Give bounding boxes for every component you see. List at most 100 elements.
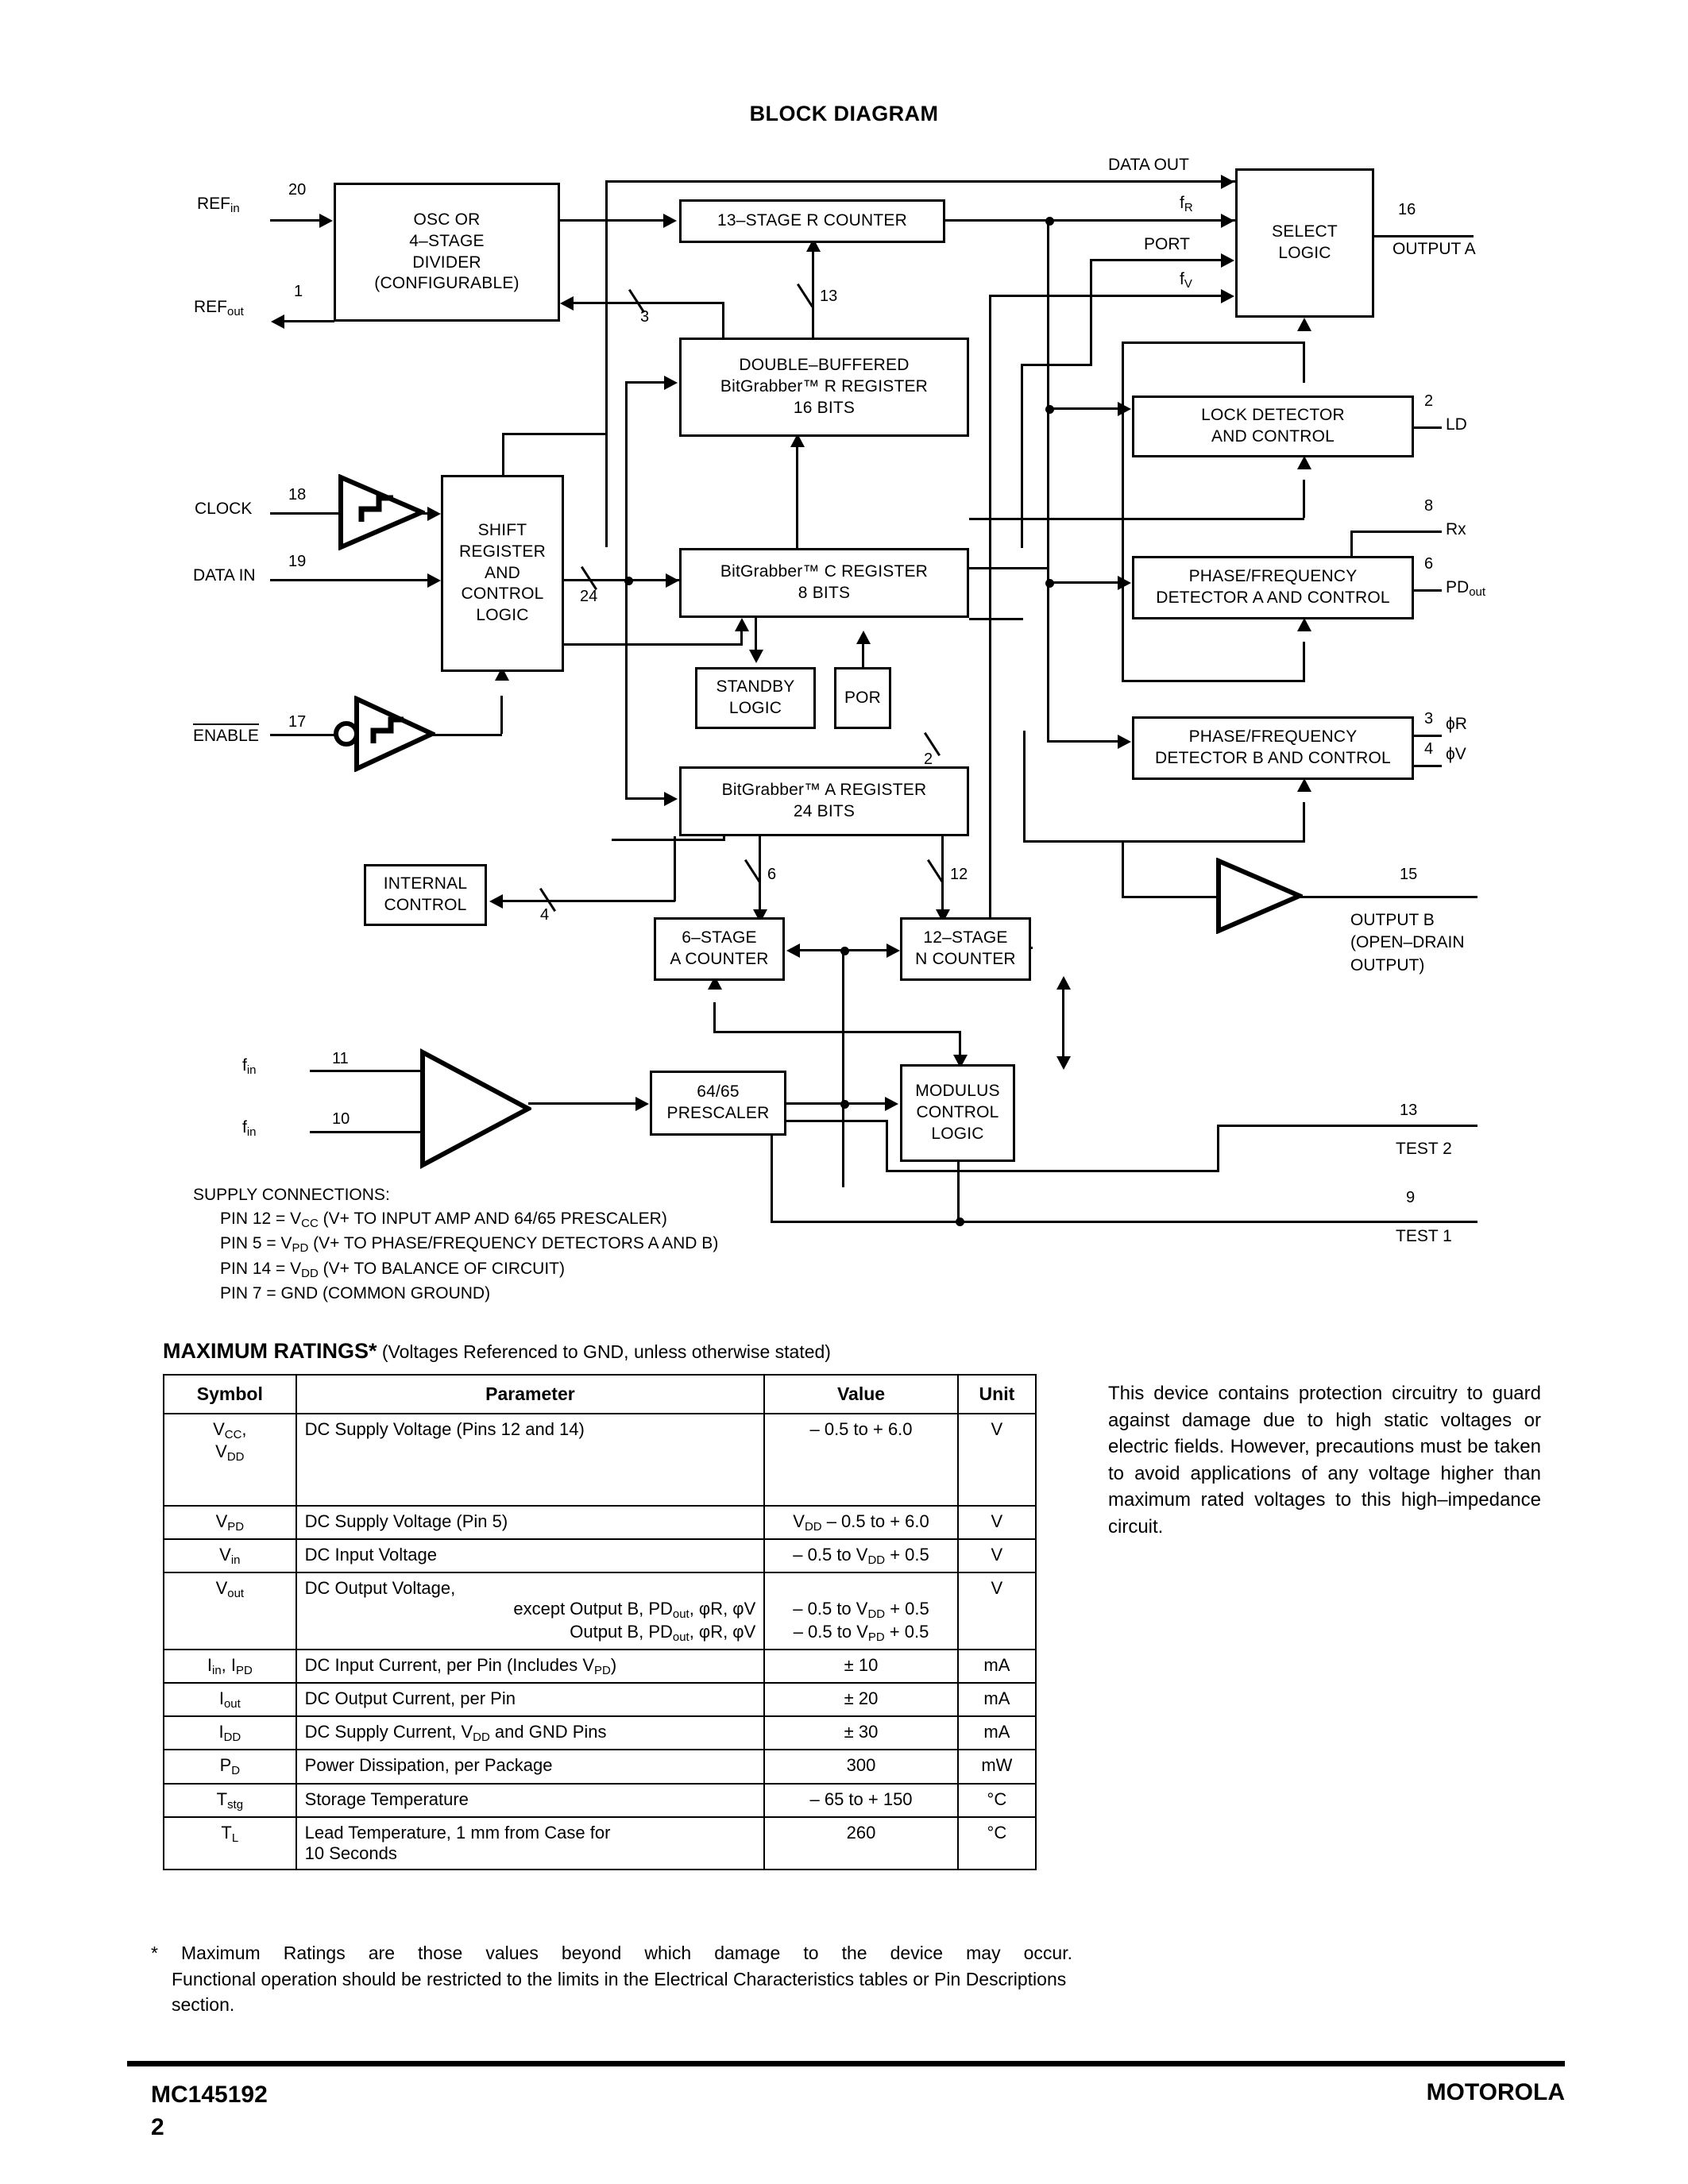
col-value: Value: [763, 1374, 959, 1414]
cell-unit: °C: [956, 1782, 1037, 1818]
arrow-prescaler-modulus: [885, 1097, 898, 1111]
pin-number-17: 17: [288, 713, 307, 731]
cell-unit: V: [956, 1413, 1037, 1507]
wire-creg-out2: [969, 618, 1023, 620]
r-counter-label: 13–STAGE R COUNTER: [717, 211, 907, 230]
bus-width-24: 24: [580, 588, 598, 605]
wire-rx-v: [1350, 531, 1353, 558]
signal-label-port: PORT: [1144, 235, 1190, 253]
arrow-select-bottom: [1297, 318, 1311, 331]
cell-unit: mA: [956, 1648, 1037, 1684]
wire-rcounter-down2: [1047, 407, 1049, 584]
pfd-a-line2: DETECTOR A AND CONTROL: [1156, 588, 1390, 607]
pin-label-refin: REFin: [197, 195, 240, 216]
wire-pdout: [1414, 589, 1442, 592]
cell-unit: mW: [956, 1749, 1037, 1785]
wire-pfdb-bottom-v2: [1023, 731, 1026, 840]
wire-24-down-h: [625, 797, 665, 800]
osc-line4: (CONFIGURABLE): [374, 274, 520, 293]
arrow-port: [1221, 253, 1234, 268]
cell-unit: °C: [956, 1815, 1037, 1870]
arrow-data-in: [427, 573, 441, 588]
pin-label-pdout: PDout: [1446, 578, 1486, 600]
cell-value: – 0.5 to VDD + 0.5– 0.5 to VPD + 0.5: [763, 1572, 959, 1650]
block-modulus-control: MODULUS CONTROL LOGIC: [900, 1064, 1015, 1162]
arrow-rcounter-pfda: [1118, 576, 1131, 590]
pin-number-8: 8: [1424, 497, 1434, 515]
col-parameter: Parameter: [295, 1374, 766, 1414]
arrow-lock-bottom: [1297, 456, 1311, 469]
por-label: POR: [844, 688, 882, 707]
wire-areg-6: [759, 836, 761, 917]
pin-number-9: 9: [1406, 1189, 1416, 1206]
pin-number-18: 18: [288, 486, 307, 504]
wire-24-down: [625, 579, 628, 797]
esd-note-text: This device contains protection circuitr…: [1108, 1383, 1541, 1538]
cell-value: ± 20: [763, 1681, 959, 1718]
block-select-logic: SELECT LOGIC: [1235, 168, 1374, 318]
arrow-pfdb-bottom: [1297, 778, 1311, 792]
wire-port-v2: [1021, 364, 1023, 548]
shift-line1: SHIFT: [477, 520, 527, 539]
pin-number-1: 1: [294, 283, 303, 300]
junction-a-n: [840, 947, 849, 955]
block-shift-register: SHIFT REGISTER AND CONTROL LOGIC: [441, 475, 564, 672]
n-counter-line2: N COUNTER: [915, 950, 1016, 968]
prescaler-line1: 64/65: [697, 1082, 740, 1102]
a-register-line1: BitGrabber™ A REGISTER: [721, 781, 927, 800]
block-pfd-a: PHASE/FREQUENCY DETECTOR A AND CONTROL: [1132, 556, 1414, 619]
shift-line5: LOGIC: [476, 606, 529, 625]
esd-note: This device contains protection circuitr…: [1108, 1380, 1541, 1541]
cell-value: – 0.5 to + 6.0: [763, 1413, 959, 1507]
arrow-creg-standby: [749, 650, 763, 663]
c-register-line1: BitGrabber™ C REGISTER: [720, 562, 929, 581]
wire-rcounter-out: [945, 219, 1235, 222]
wire-clock-in: [270, 512, 343, 515]
shift-line2: REGISTER: [459, 542, 546, 561]
lock-detector-line1: LOCK DETECTOR: [1201, 406, 1345, 425]
pin-number-20: 20: [288, 181, 307, 199]
cell-unit: mA: [956, 1681, 1037, 1718]
wire-test1-left-h: [771, 1120, 886, 1122]
pfd-a-line1: PHASE/FREQUENCY: [1188, 567, 1358, 586]
block-lock-detector: LOCK DETECTOR AND CONTROL: [1132, 396, 1414, 457]
supply-line-2: PIN 5 = VPD (V+ TO PHASE/FREQUENCY DETEC…: [220, 1234, 719, 1256]
wire-pfda-bottom-v2: [1122, 548, 1124, 680]
block-r-counter: 13–STAGE R COUNTER: [679, 199, 945, 243]
signal-label-data-out: DATA OUT: [1108, 156, 1189, 174]
cell-parameter: Power Dissipation, per Package: [295, 1749, 766, 1785]
block-c-register: BitGrabber™ C REGISTER 8 BITS: [679, 548, 969, 618]
wire-shift-top: [502, 433, 504, 477]
cell-value: ± 10: [763, 1648, 959, 1684]
standby-line1: STANDBY: [716, 677, 795, 696]
bus-width-12: 12: [950, 866, 968, 883]
junction-rcounter-out: [1045, 217, 1054, 226]
wire-lock-bottom-src: [969, 518, 1078, 520]
cell-symbol: TL: [163, 1815, 297, 1870]
arrow-a-n-left: [786, 943, 800, 958]
block-pfd-b: PHASE/FREQUENCY DETECTOR B AND CONTROL: [1132, 716, 1414, 780]
pin-label-clock: CLOCK: [195, 500, 253, 518]
supply-heading: SUPPLY CONNECTIONS:: [193, 1186, 390, 1204]
pin-number-4: 4: [1424, 740, 1434, 758]
block-prescaler: 64/65 PRESCALER: [650, 1071, 786, 1136]
pin-label-fin-10: fin: [242, 1118, 257, 1140]
footnote-line-1: * Maximum Ratings are those values beyon…: [151, 1943, 1072, 1963]
cell-unit: V: [956, 1572, 1037, 1650]
pin-number-3: 3: [1424, 710, 1434, 727]
wire-rcounter-down: [1047, 219, 1049, 410]
wire-test1-left-v: [771, 1120, 773, 1221]
wire-internal-control-v: [674, 836, 676, 901]
junction-rcounter-mid2: [1045, 579, 1054, 588]
wire-creg-to-standby: [755, 618, 757, 650]
cell-symbol: PD: [163, 1749, 297, 1785]
pin-number-16: 16: [1398, 201, 1416, 218]
wire-rcounter-to-lock: [1047, 407, 1118, 410]
footer-page-number: 2: [151, 2113, 164, 2140]
wire-test2: [1217, 1125, 1477, 1127]
